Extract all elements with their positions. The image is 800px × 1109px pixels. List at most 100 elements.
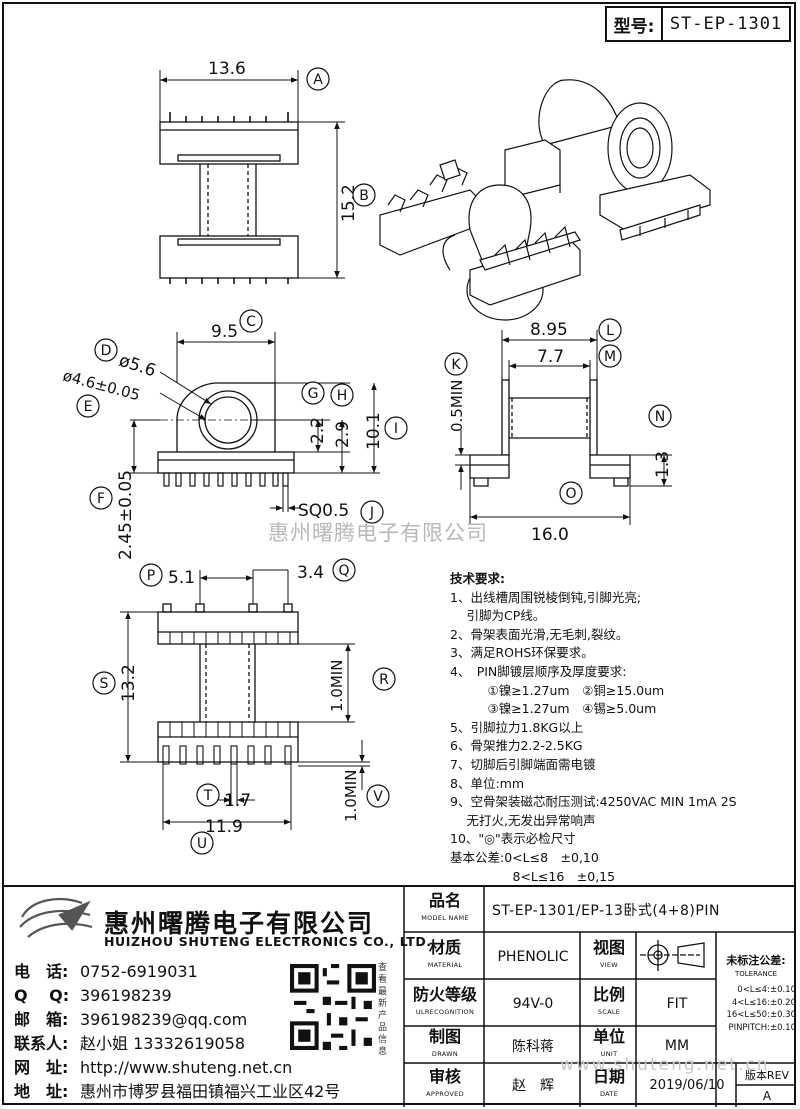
scale-label-en: SCALE (597, 1008, 621, 1016)
ul-label-cell: 防火等级 ULRECOGNITION (406, 981, 484, 1026)
contact-qq: Q Q:396198239 (14, 982, 172, 1006)
callout-q: Q (338, 563, 349, 579)
note-line: 5、引脚拉力1.8KG以上 (450, 719, 584, 735)
view-label-en: VIEW (599, 961, 619, 969)
notes-title: 技术要求: (450, 571, 505, 586)
dim-dia-5-6: ø5.6 (116, 351, 158, 382)
ul-label-en: ULRECOGNITION (415, 1008, 475, 1016)
approved-value: 赵 辉 (512, 1078, 554, 1094)
callout-o: O (565, 486, 576, 502)
callout-e: E (84, 399, 93, 415)
callout-i: I (394, 421, 398, 437)
title-block (2, 885, 796, 1107)
contact-label: 地 址: (14, 1082, 69, 1101)
callout-l: L (606, 323, 614, 339)
bottom-view (120, 569, 370, 830)
dim-7-7: 7.7 (537, 347, 564, 367)
callout-a: A (313, 72, 323, 88)
material-value: PHENOLIC (497, 948, 569, 965)
note-line: 9、空骨架装磁芯耐压测试:4250VAC MIN 1mA 2S (450, 794, 737, 810)
callout-p: P (147, 568, 155, 584)
model-name-value: ST-EP-1301/EP-13卧式(4+8)PIN (492, 902, 720, 919)
dim-0-5min: 0.5MIN (448, 380, 466, 432)
drawn-value: 陈科蒋 (512, 1038, 554, 1055)
contact-label: 电 话: (14, 962, 69, 981)
callout-d: D (101, 343, 112, 359)
technical-requirements: 技术要求: 1、出线槽周围锐棱倒钝,引脚光亮; 引脚为CP线。 2、骨架表面光滑… (450, 570, 790, 886)
ul-label: 防火等级 (412, 985, 477, 1004)
company-logo (19, 897, 93, 938)
dim-2-9: 2.9 (333, 421, 353, 448)
watermark-company: 惠州曙腾电子有限公司 (268, 521, 488, 545)
contact-value: 0752-6919031 (80, 962, 198, 981)
qr-code[interactable] (290, 964, 376, 1050)
model-value: ST-EP-1301 (669, 14, 783, 34)
rev-label: 版本REV (744, 1068, 790, 1082)
note-line: 8<L≤16 ±0,15 (450, 868, 616, 884)
drawn-label: 制图 (428, 1027, 461, 1046)
tolerance-line: 4<L≤16:±0.20 (731, 997, 796, 1008)
unit-value: MM (664, 1037, 690, 1054)
callout-v: V (373, 789, 383, 805)
callout-m: M (604, 349, 616, 365)
dim-sq-0-5: SQ0.5 (298, 501, 349, 521)
model-number-box: 型号: ST-EP-1301 (605, 6, 791, 42)
tolerance-title-en: TOLERANCE (734, 969, 778, 978)
tolerance-block: 未标注公差: TOLERANCE 0<L≤4:±0.10 4<L≤16:±0.2… (716, 954, 796, 1034)
qr-note: 查看最新产品信息 (378, 963, 388, 1057)
front-view (455, 330, 672, 525)
note-line: 7、切脚后引脚端面需电镀 (450, 756, 596, 772)
company-name-en: HUIZHOU SHUTENG ELECTRONICS CO., LTD. (104, 934, 432, 949)
callout-t: T (203, 788, 213, 804)
contact-label: 邮 箱: (14, 1010, 69, 1029)
note-line: 6、骨架推力2.2-2.5KG (450, 738, 583, 754)
dim-13-2: 13.2 (119, 664, 139, 702)
tolerance-line: PINPITCH:±0.10 (728, 1022, 796, 1033)
date-value: 2019/06/10 (649, 1077, 725, 1093)
callout-j: J (369, 505, 374, 521)
date-label: 日期 (592, 1066, 625, 1086)
drawn-label-en: DRAWN (431, 1050, 459, 1058)
scale-value: FIT (666, 995, 688, 1012)
tolerance-title: 未标注公差: (726, 954, 786, 967)
contact-address: 地 址: 惠州市博罗县福田镇福兴工业区42号 (14, 1078, 340, 1102)
dim-1-7: 1.7 (224, 791, 251, 811)
unit-label-en: UNIT (600, 1050, 618, 1058)
dim-1-3: 1.3 (653, 451, 673, 478)
callout-circles (76, 67, 672, 855)
projection-symbol (640, 940, 705, 971)
callout-r: R (379, 672, 389, 688)
rev-value: A (762, 1088, 772, 1103)
drawn-label-cell: 制图 DRAWN (406, 1028, 484, 1063)
material-label-en: MATERIAL (427, 961, 463, 969)
callout-g: G (308, 386, 319, 402)
note-line: 1、出线槽周围锐棱倒钝,引脚光亮; (450, 589, 642, 605)
unit-label-cell: 单位 UNIT (582, 1028, 636, 1063)
model-name-label: 品名 (428, 891, 461, 910)
note-line: 10、"◎"表示必检尺寸 (450, 831, 576, 847)
note-line: 4、 PIN脚镀层顺序及厚度要求: (450, 663, 627, 679)
watermark-url: www.shuteng.net.cn (560, 1055, 770, 1075)
approved-label-en: APPROVED (426, 1089, 464, 1098)
dim-1-0min-v: 1.0MIN (342, 770, 360, 822)
contact-email: 邮 箱: 396198239@qq.com (14, 1006, 247, 1030)
callout-b: B (359, 188, 369, 204)
dim-5-1: 5.1 (168, 568, 195, 588)
callout-h: H (337, 388, 348, 404)
dim-16-0: 16.0 (531, 525, 569, 545)
contact-value[interactable]: 396198239@qq.com (80, 1010, 248, 1029)
contact-value: 惠州市博罗县福田镇福兴工业区42号 (80, 1082, 341, 1101)
dim-10-1: 10.1 (364, 412, 384, 450)
note-line: 3、满足ROHS环保要求。 (450, 645, 594, 661)
unit-label: 单位 (592, 1027, 625, 1046)
callout-n: N (655, 409, 665, 425)
contact-label: Q Q: (14, 986, 70, 1005)
dim-13-6: 13.6 (208, 59, 246, 79)
contact-label: 联系人: (14, 1034, 69, 1053)
contact-value[interactable]: http://www.shuteng.net.cn (80, 1058, 293, 1077)
